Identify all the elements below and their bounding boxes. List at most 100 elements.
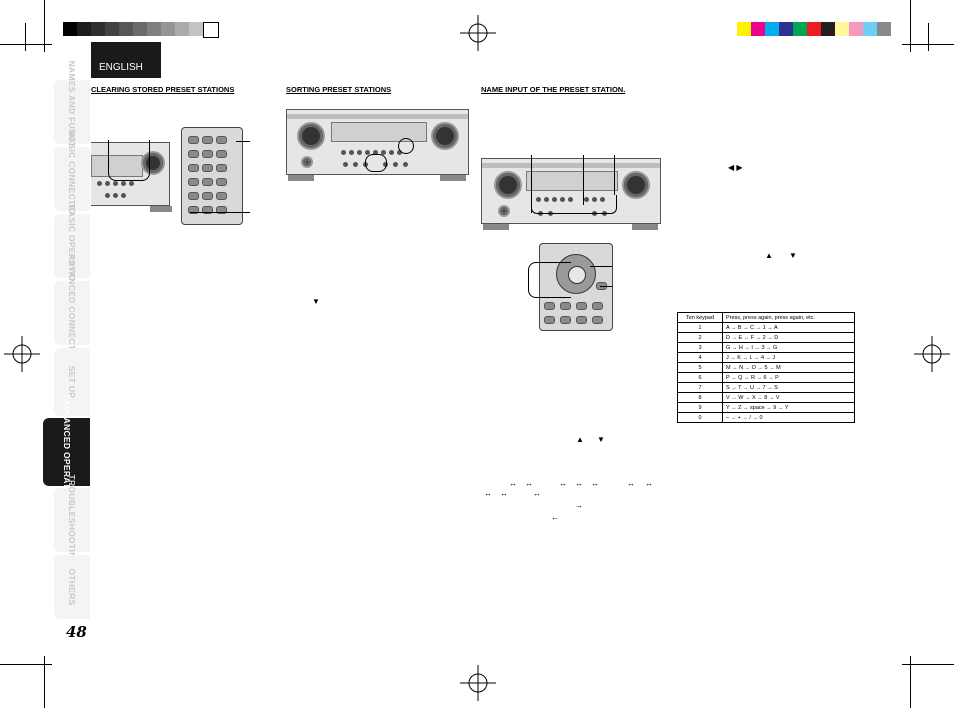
- panel-foot: [632, 224, 658, 230]
- panel-button: [357, 150, 362, 155]
- side-tab-basic-connections[interactable]: BASIC CONNECTIONS: [54, 131, 90, 227]
- receiver-front-panel-partial: [91, 142, 170, 206]
- sequence-cell: P → Q → R → 6 → P: [722, 372, 855, 383]
- bidirectional-arrow: ↔: [591, 479, 599, 488]
- gray-swatch: [105, 22, 119, 36]
- panel-display: [526, 171, 618, 191]
- sequence-cell: S → T → U → 7 → S: [722, 382, 855, 393]
- remote-key: [216, 136, 227, 144]
- gray-swatch: [189, 22, 203, 36]
- panel-foot: [440, 175, 466, 181]
- sequence-cell: G → H → I → 3 → G: [722, 342, 855, 353]
- key-cell: 6: [677, 372, 723, 383]
- bidirectional-arrow: ↔: [484, 489, 492, 498]
- left-right-arrow-icons: ◀ ▶: [728, 163, 743, 172]
- gray-swatch: [133, 22, 147, 36]
- page-number: 48: [66, 623, 87, 641]
- sequence-cell: D → E → F → 2 → D: [722, 332, 855, 343]
- callout-line: [614, 155, 615, 195]
- heading-sorting-preset: SORTING PRESET STATIONS: [286, 85, 392, 94]
- remote-key: [560, 302, 571, 310]
- bidirectional-arrow: ↔: [525, 479, 533, 488]
- remote-key: [592, 316, 603, 324]
- remote-key: [202, 178, 213, 186]
- remote-key: [188, 164, 199, 172]
- panel-button: [121, 193, 126, 198]
- side-tab-advanced-connections[interactable]: ADVANCED CONNECTIONS: [54, 254, 90, 372]
- panel-button: [592, 197, 597, 202]
- up-arrow-icon: ▲: [576, 435, 584, 444]
- heading-name-input: NAME INPUT OF THE PRESET STATION.: [481, 85, 626, 94]
- side-tab-troubleshooting[interactable]: TROUBLESHOOTING: [54, 475, 90, 565]
- heading-clearing-preset: CLEARING STORED PRESET STATIONS: [91, 85, 235, 94]
- bidirectional-arrow: ↔: [559, 479, 567, 488]
- gray-swatch: [63, 22, 77, 36]
- panel-button: [397, 150, 402, 155]
- volume-knob: [141, 151, 165, 175]
- remote-key: [544, 316, 555, 324]
- remote-key: [560, 316, 571, 324]
- sequence-cell: A → B → C → 1 → A: [722, 322, 855, 333]
- side-tab-advanced-operation[interactable]: ADVANCED OPERATION: [43, 399, 90, 505]
- registration-mark-left: [4, 336, 40, 372]
- panel-button: [536, 197, 541, 202]
- color-swatch: [807, 22, 821, 36]
- sequence-cell: V → W → X → 8 → V: [722, 392, 855, 403]
- side-tab-set-up[interactable]: SET UP: [54, 348, 90, 416]
- panel-button: [600, 197, 605, 202]
- remote-key: [216, 178, 227, 186]
- power-button: [301, 156, 313, 168]
- remote-key: [188, 178, 199, 186]
- color-swatch: [793, 22, 807, 36]
- side-tab-basic-operation[interactable]: BASIC OPERATION: [54, 204, 90, 288]
- side-tab-names-and-function[interactable]: NAMES AND FUNCTION: [54, 61, 90, 163]
- bidirectional-arrow: ↔: [575, 479, 583, 488]
- bidirectional-arrow: ↔: [533, 489, 541, 498]
- table-header: Press, press again, press again, etc.: [722, 312, 855, 323]
- bidirectional-arrow: ↔: [509, 479, 517, 488]
- callout-line: [600, 286, 612, 287]
- panel-button: [568, 197, 573, 202]
- gray-swatch: [91, 22, 105, 36]
- key-cell: 1: [677, 322, 723, 333]
- panel-button: [393, 162, 398, 167]
- callout-line: [583, 155, 584, 205]
- panel-button: [373, 150, 378, 155]
- bidirectional-arrow: ↔: [645, 479, 653, 488]
- key-cell: 4: [677, 352, 723, 363]
- receiver-front-panel-name-input: [481, 158, 661, 224]
- bidirectional-arrow: ↔: [500, 489, 508, 498]
- callout-circle: [398, 138, 414, 154]
- panel-button: [544, 197, 549, 202]
- panel-button: [349, 150, 354, 155]
- remote-key: [202, 206, 213, 214]
- panel-strip: [482, 163, 660, 168]
- remote-key: [576, 302, 587, 310]
- panel-button: [113, 193, 118, 198]
- key-cell: 0: [677, 412, 723, 423]
- table-row: 0– → + → / → 0: [677, 412, 855, 423]
- remote-key: [216, 164, 227, 172]
- key-cell: 3: [677, 342, 723, 353]
- color-swatch: [779, 22, 793, 36]
- key-cell: 7: [677, 382, 723, 393]
- side-tab-label: OTHERS: [67, 568, 77, 606]
- side-tab-others[interactable]: OTHERS: [54, 555, 90, 619]
- remote-key: [202, 164, 213, 172]
- gray-swatch: [77, 22, 91, 36]
- panel-button: [113, 181, 118, 186]
- key-cell: 2: [677, 332, 723, 343]
- down-arrow-icon: ▼: [312, 297, 320, 306]
- panel-button: [129, 181, 134, 186]
- panel-button: [341, 150, 346, 155]
- panel-foot: [483, 224, 509, 230]
- panel-button: [365, 150, 370, 155]
- panel-foot: [288, 175, 314, 181]
- key-cell: 5: [677, 362, 723, 373]
- remote-control-name-input: [539, 243, 613, 331]
- gray-swatch: [161, 22, 175, 36]
